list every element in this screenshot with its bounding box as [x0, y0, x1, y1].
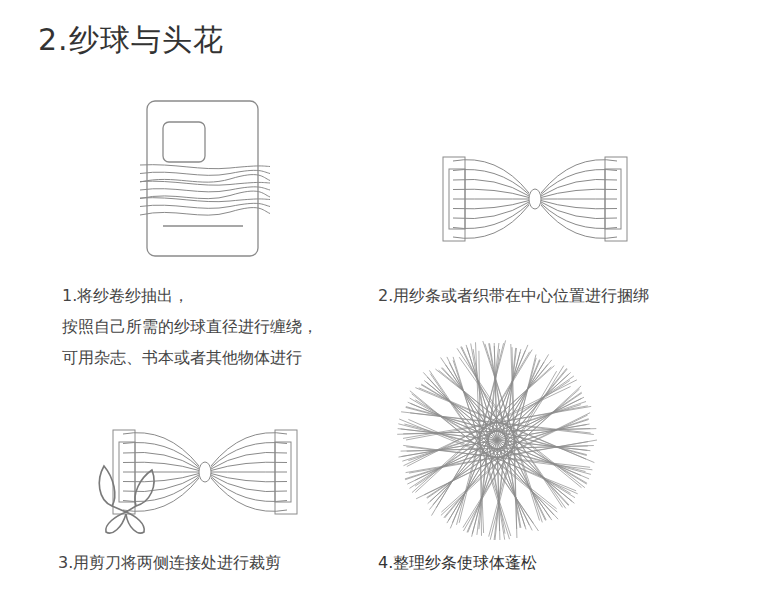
yarn-strand — [541, 205, 617, 238]
book-illustration — [147, 101, 258, 256]
yarn-strand — [453, 201, 529, 209]
yarn-strand — [541, 179, 617, 196]
yarn-strand — [123, 452, 199, 469]
step-caption: 4.整理纱条使球体蓬松 — [378, 553, 537, 573]
yarn-strand — [453, 160, 529, 193]
step-caption: 可用杂志、书本或者其他物体进行 — [62, 348, 302, 368]
book-outline — [147, 101, 258, 256]
tied-yarn-bundle — [443, 157, 627, 241]
yarn-strand — [140, 208, 270, 216]
yarn-strand — [453, 199, 529, 200]
yarn-strand — [140, 165, 270, 169]
step-caption: 3.用剪刀将两侧连接处进行裁剪 — [58, 553, 281, 573]
yarn-strand — [211, 478, 287, 511]
step-caption: 按照自己所需的纱球直径进行缠绕， — [62, 317, 318, 337]
scissors-symbol — [99, 466, 154, 533]
scissors-handle — [126, 512, 144, 533]
yarn-wraps — [140, 165, 270, 215]
center-tie — [529, 189, 541, 209]
yarn-strand — [123, 443, 199, 468]
yarn-strand — [123, 472, 199, 473]
yarn-strand — [541, 170, 617, 195]
yarn-strand — [211, 475, 287, 492]
yarn-strand — [123, 462, 199, 470]
yarn-strand — [453, 170, 529, 195]
yarn-strand — [453, 202, 529, 219]
yarn-strand — [123, 474, 199, 482]
yarn-strand — [211, 474, 287, 482]
yarn-strand — [453, 189, 529, 197]
yarn-strand — [211, 462, 287, 470]
yarn-strand — [453, 204, 529, 229]
yarn-strand — [140, 181, 270, 185]
yarn-strand — [453, 205, 529, 238]
yarn-strand — [211, 472, 287, 473]
yarn-strand — [541, 202, 617, 219]
yarn-strand — [541, 199, 617, 200]
yarn-strand — [140, 198, 270, 202]
book-line — [163, 225, 243, 226]
center-tie — [199, 462, 211, 482]
yarn-strand — [123, 433, 199, 466]
yarn-strand — [453, 179, 529, 196]
scissors-handle — [106, 512, 126, 533]
yarn-strand — [541, 160, 617, 193]
yarn-strand — [541, 189, 617, 197]
step-caption: 2.用纱条或者织带在中心位置进行捆绑 — [378, 286, 649, 306]
yarn-strand — [211, 443, 287, 468]
step-caption: 1.将纱卷纱抽出， — [62, 286, 189, 306]
yarn-pompom — [397, 340, 597, 540]
scissors-pivot — [112, 506, 136, 512]
yarn-strand — [211, 452, 287, 469]
page-title: 2.纱球与头花 — [38, 20, 224, 61]
yarn-strand — [123, 475, 199, 492]
yarn-strand — [211, 477, 287, 502]
yarn-strand — [541, 204, 617, 229]
yarn-strand — [541, 201, 617, 209]
scissors-blade — [135, 470, 154, 506]
book-picture — [163, 122, 205, 162]
yarn-strand — [211, 433, 287, 466]
scissors-blade — [99, 466, 114, 506]
pompom-strands — [397, 340, 597, 540]
tied-yarn-bundle — [113, 430, 297, 514]
